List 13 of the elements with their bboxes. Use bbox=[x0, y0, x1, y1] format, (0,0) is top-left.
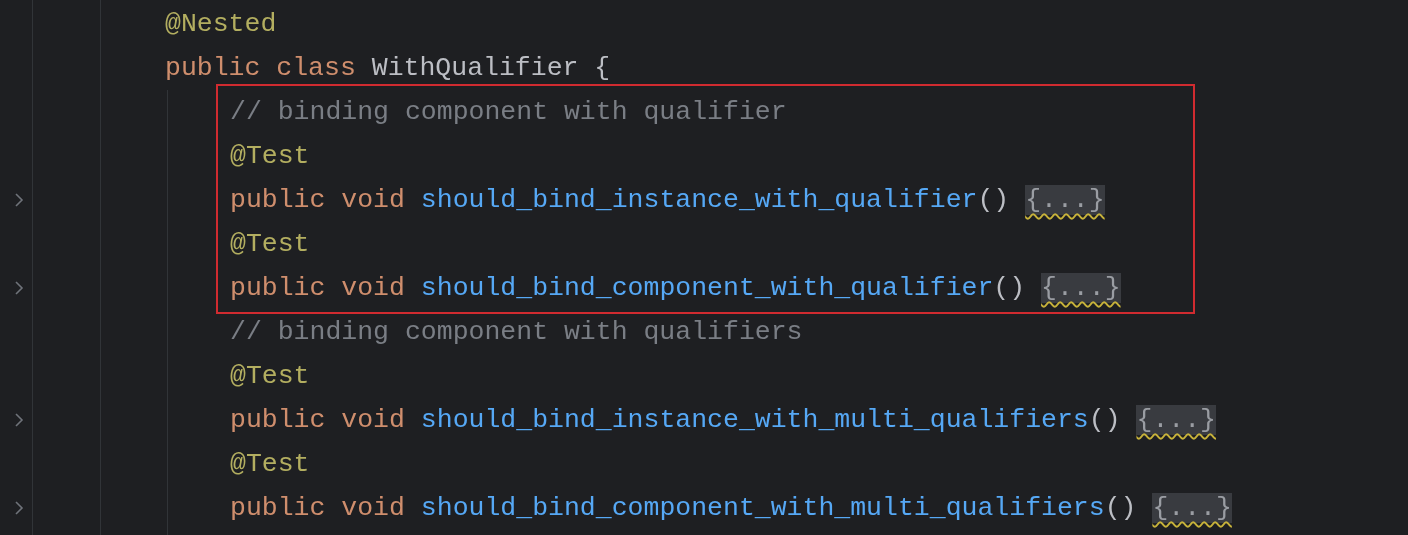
code-line: public void should_bind_instance_with_multi_qualifiers() {...} bbox=[230, 404, 1216, 437]
code-line: public void should_bind_component_with_multi_qualifiers() {...} bbox=[230, 492, 1232, 525]
code-annotation: @Test bbox=[230, 448, 310, 481]
code-comment: // binding component with qualifiers bbox=[230, 316, 803, 349]
highlight-box bbox=[216, 84, 1195, 314]
code-line: public class WithQualifier { bbox=[165, 52, 611, 85]
code-annotation: @Test bbox=[230, 228, 310, 261]
code-line: public void should_bind_component_with_qualifier() {...} bbox=[230, 272, 1121, 305]
code-line: public void should_bind_instance_with_qualifier() {...} bbox=[230, 184, 1105, 217]
code-comment: // binding component with qualifier bbox=[230, 96, 787, 129]
code-annotation: @Nested bbox=[165, 8, 277, 41]
code-annotation: @Test bbox=[230, 140, 310, 173]
code-annotation: @Test bbox=[230, 360, 310, 393]
